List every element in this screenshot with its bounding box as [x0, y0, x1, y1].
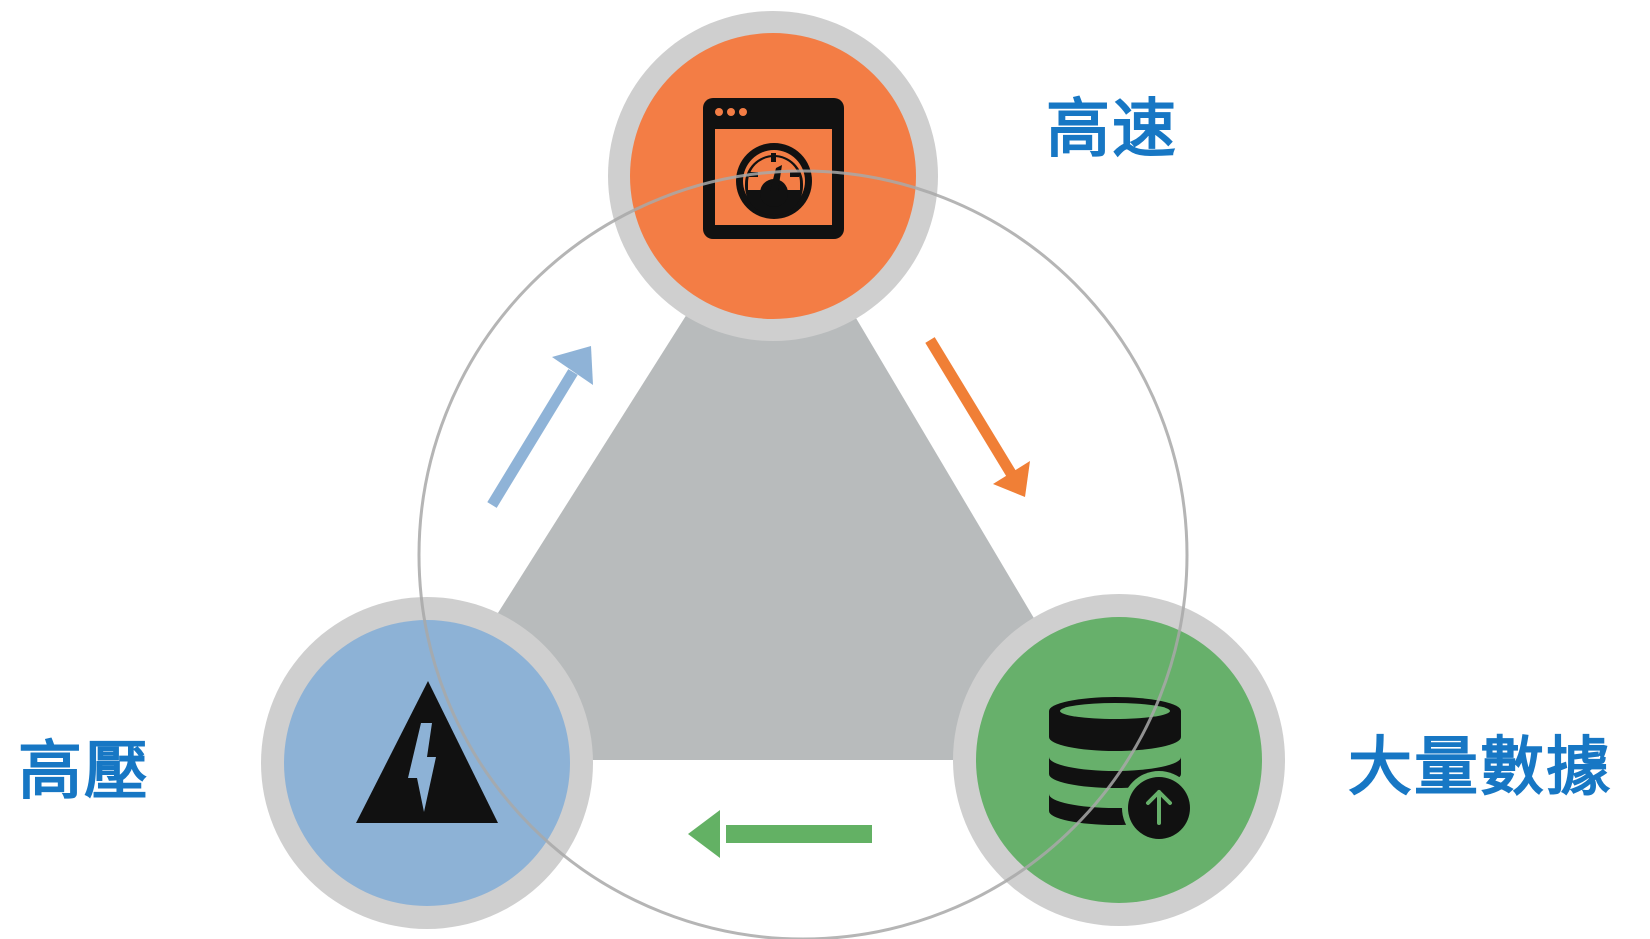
speed-label: 高速: [1046, 93, 1178, 167]
arrow-speed-to-big-data: [925, 337, 1030, 497]
center-triangle: [405, 178, 1118, 760]
arrow-pressure-to-speed: [487, 346, 593, 508]
pressure-label: 高壓: [18, 735, 150, 809]
pressure-node: [261, 597, 593, 929]
database-upload-icon: [1049, 697, 1196, 845]
big-data-node: [953, 594, 1285, 926]
speed-node: [608, 11, 938, 341]
orbit-circle: [417, 169, 1189, 939]
big-data-label: 大量數據: [1348, 731, 1612, 805]
big-data-node-fill: [976, 617, 1262, 903]
lightning-warning-icon: [356, 681, 498, 823]
arrow-big-data-to-pressure: [688, 810, 872, 858]
speedometer-window-icon: [703, 98, 844, 239]
